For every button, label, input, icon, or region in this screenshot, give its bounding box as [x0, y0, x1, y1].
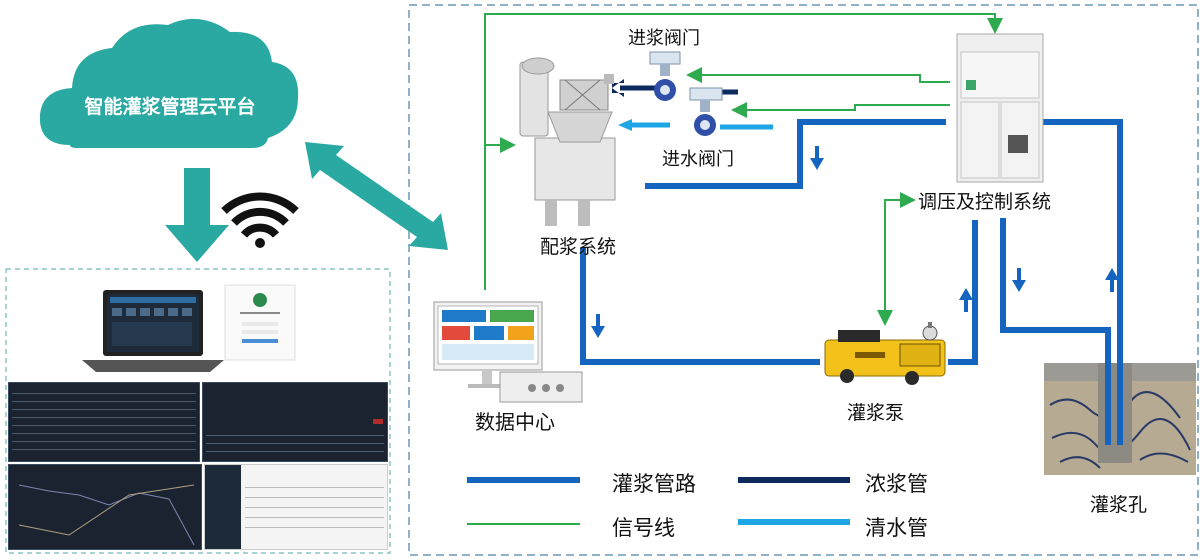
screenshot-chart-view: [8, 464, 202, 550]
legend-thick-pipe-label: 浓浆管: [865, 472, 928, 496]
grout-hole-image: [1044, 363, 1196, 475]
water-pipe: [618, 119, 773, 131]
control-system-label: 调压及控制系统: [918, 191, 1052, 213]
screenshot-form-view: [202, 382, 388, 462]
data-center-label: 数据中心: [475, 410, 555, 434]
flow-arrow-icon: [591, 146, 1119, 338]
slurry-valve-label: 进浆阀门: [628, 28, 700, 49]
data-center-image: [433, 301, 583, 403]
arrow-down-icon: [165, 168, 229, 262]
legend: [467, 477, 850, 525]
grout-hole-label: 灌浆孔: [1090, 494, 1148, 516]
control-cabinet-image: [956, 33, 1044, 183]
slurry-valve-image: [649, 51, 681, 101]
grout-pump-image: [824, 322, 946, 385]
mixing-system-label: 配浆系统: [540, 236, 617, 258]
double-arrow-icon: [305, 142, 448, 250]
wifi-icon: [221, 192, 299, 248]
cloud-icon: [39, 18, 299, 149]
screenshot-report-view: [204, 464, 388, 550]
legend-grout-pipe-label: 灌浆管路: [612, 472, 696, 496]
water-valve-image: [689, 87, 723, 136]
laptop-image: [82, 290, 224, 372]
signal-lines: [484, 13, 1003, 326]
grout-pump-label: 灌浆泵: [847, 402, 905, 424]
main-diagram-frame: [408, 4, 1199, 556]
mixing-system-image: [519, 57, 616, 226]
water-valve-label: 进水阀门: [662, 149, 734, 170]
screens-frame: [5, 268, 391, 554]
login-screen-image: [224, 284, 296, 361]
screenshot-table-view: [8, 382, 200, 462]
legend-signal-line-label: 信号线: [612, 516, 675, 540]
legend-water-pipe-label: 清水管: [865, 516, 928, 540]
cloud-platform-title: 智能灌浆管理云平台: [84, 96, 256, 118]
